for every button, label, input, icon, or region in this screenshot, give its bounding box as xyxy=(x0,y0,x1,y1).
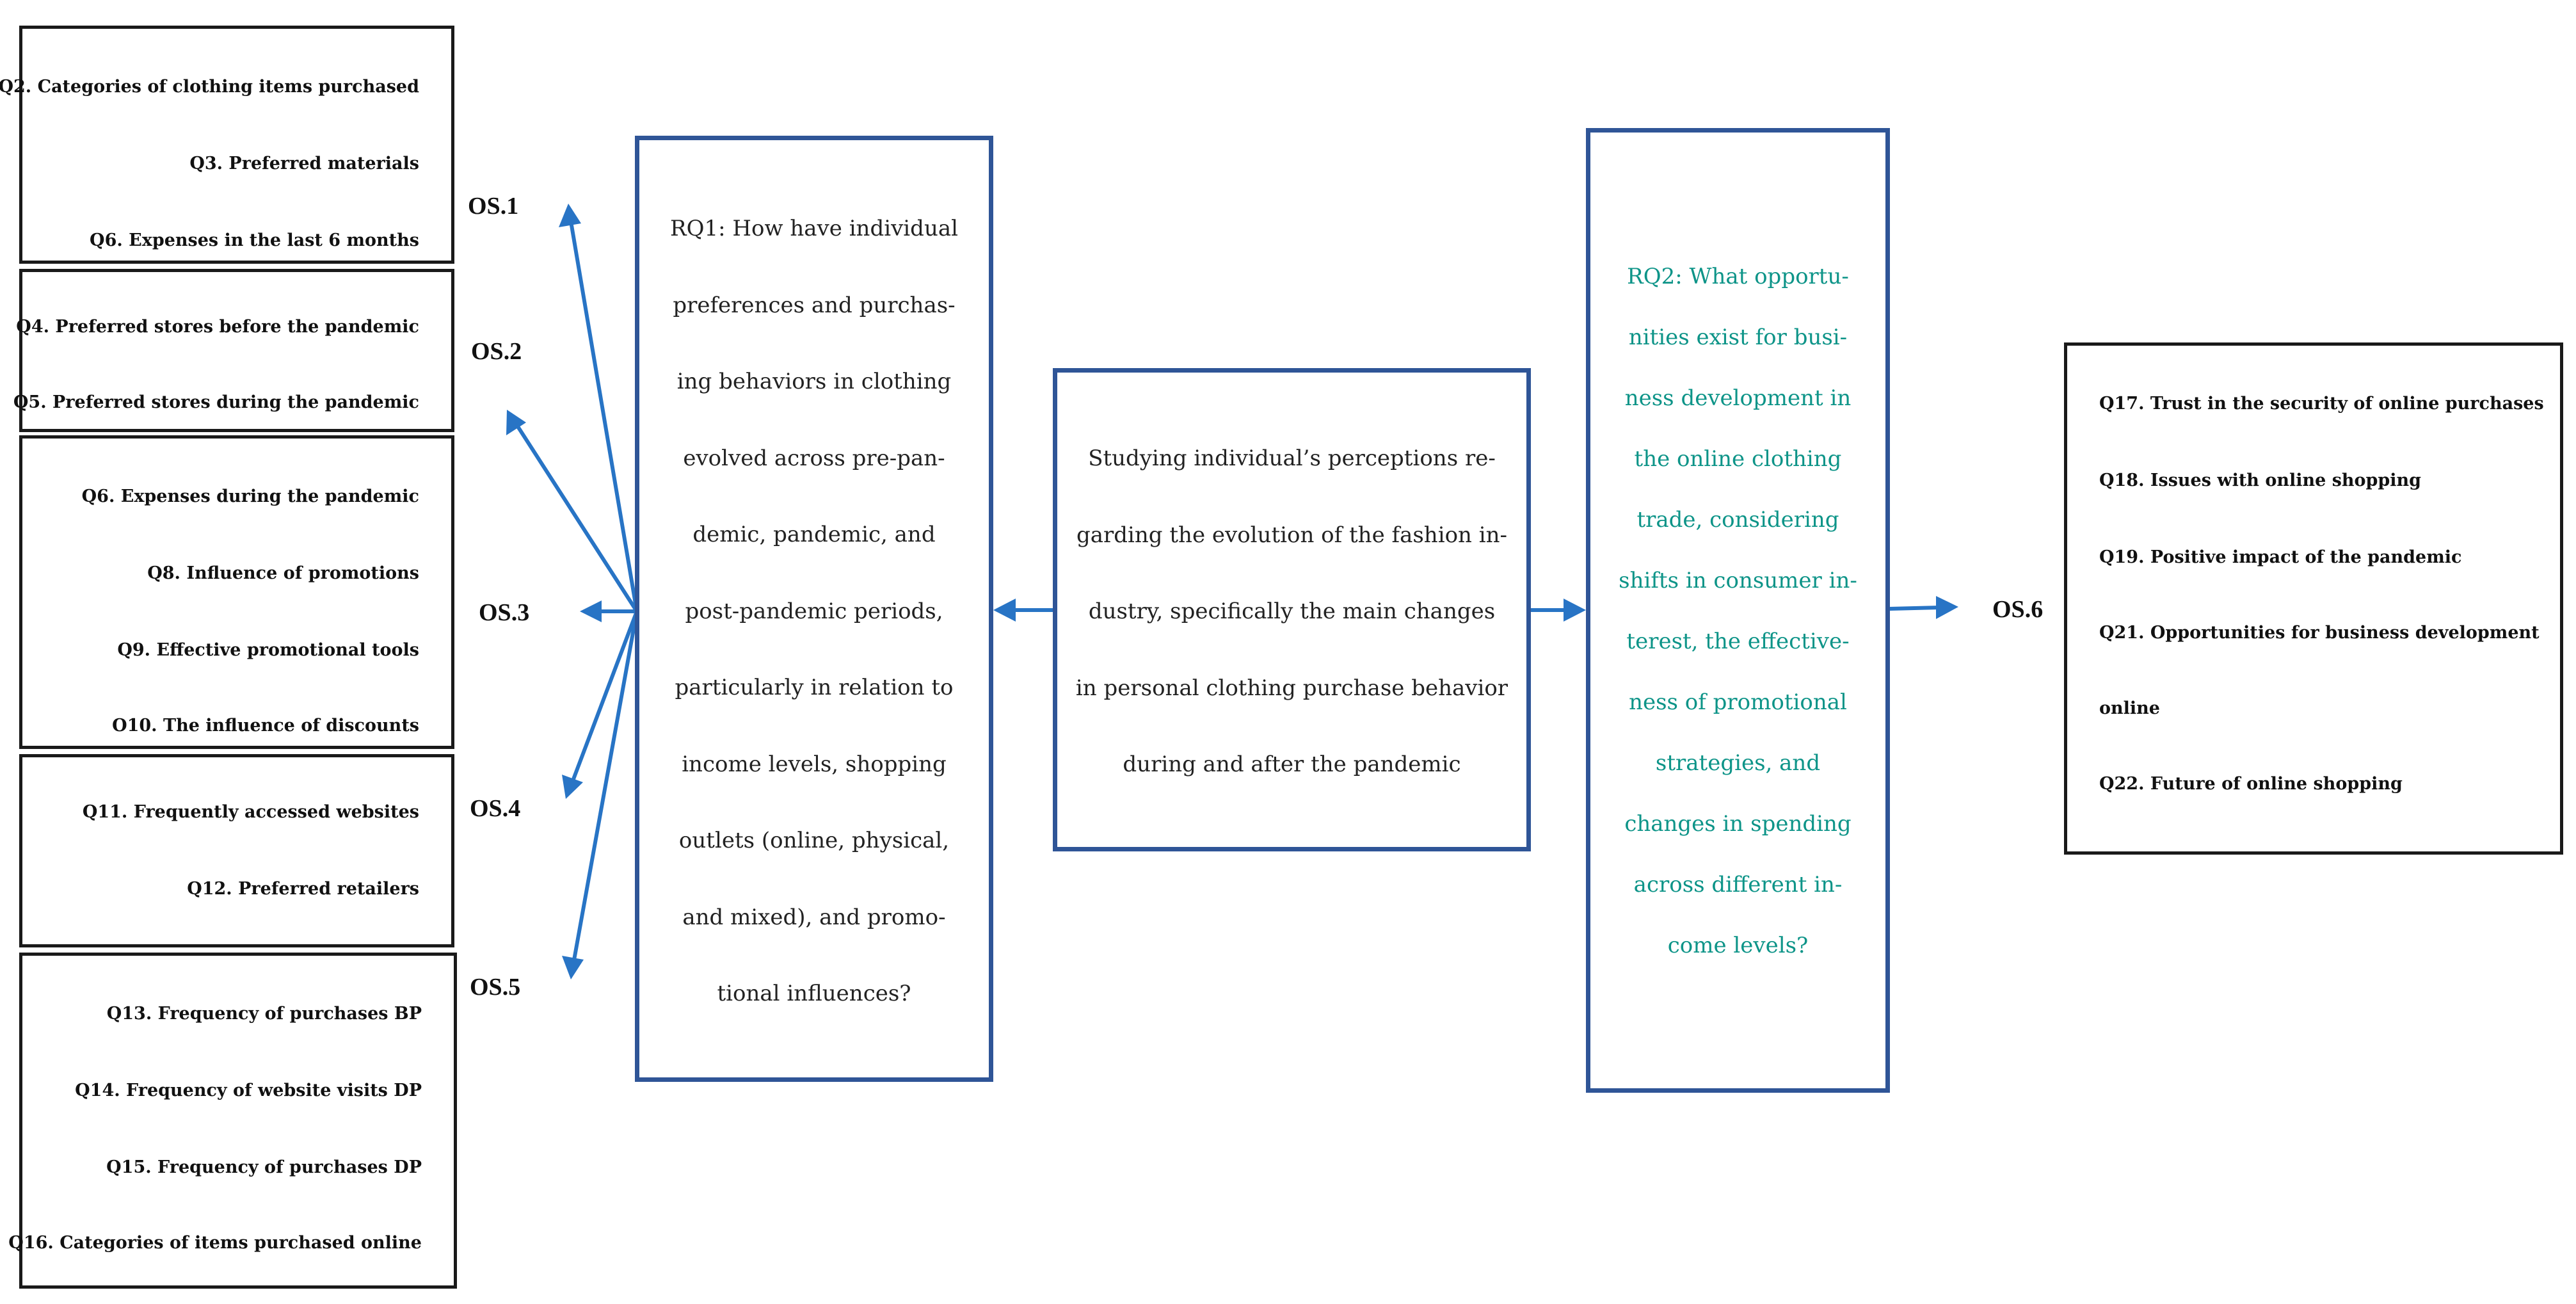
question-box-os3: Q6. Expenses during the pandemic Q8. Inf… xyxy=(19,435,454,749)
rq1-box xyxy=(635,136,993,1082)
rq1-line: RQ1: How have individual xyxy=(669,216,958,241)
arrow-os4 xyxy=(570,610,639,785)
arrow-os4-head xyxy=(562,775,583,799)
rq2-line: shifts in consumer in- xyxy=(1619,568,1857,593)
question-box-os6: Q17. Trust in the security of online pur… xyxy=(2064,342,2563,855)
question-item: Q11. Frequently accessed websites xyxy=(82,802,419,822)
question-item: Q19. Positive impact of the pandemic xyxy=(2099,547,2462,567)
rq1-line: outlets (online, physical, xyxy=(678,828,950,853)
rq2-line: come levels? xyxy=(1667,933,1809,958)
arrow-rq2-to-os6 xyxy=(1889,606,1940,611)
question-item: Q21. Opportunities for business developm… xyxy=(2099,623,2540,643)
rq1-line: ing behaviors in clothing xyxy=(676,369,952,394)
question-box-os4: Q11. Frequently accessed websites Q12. P… xyxy=(19,754,454,947)
question-item: Q22. Future of online shopping xyxy=(2099,774,2403,794)
rq1-line: tional influences? xyxy=(717,981,911,1006)
question-item: Q6. Expenses in the last 6 months xyxy=(90,230,419,250)
rq2-line: strategies, and xyxy=(1655,750,1821,776)
os-label: OS.2 xyxy=(471,338,522,365)
rq2-line: the online clothing xyxy=(1634,446,1842,472)
arrow-os5-head xyxy=(562,956,584,979)
arrow-os2 xyxy=(513,421,639,613)
rq2-line: trade, considering xyxy=(1636,507,1839,533)
question-item: Q5. Preferred stores during the pandemic xyxy=(13,392,419,412)
central-objective-line: dustry, specifically the main changes xyxy=(1088,599,1496,624)
question-item: Q18. Issues with online shopping xyxy=(2099,471,2422,490)
question-box-os5: Q13. Frequency of purchases BP Q14. Freq… xyxy=(8,953,457,1289)
question-item: Q13. Frequency of purchases BP xyxy=(106,1004,422,1024)
central-objective-text: Studying individual’s perceptions re- ga… xyxy=(1056,421,1528,803)
question-box-os1: Q2. Categories of clothing items purchas… xyxy=(0,26,454,264)
os-label: OS.4 xyxy=(470,795,521,822)
rq2-line: RQ2: What opportu- xyxy=(1627,264,1849,289)
rq1-line: income levels, shopping xyxy=(682,751,947,777)
rq2-box xyxy=(1586,128,1890,1093)
rq2-line: across different in- xyxy=(1633,872,1843,898)
question-item: Q8. Influence of promotions xyxy=(147,563,419,583)
question-item: Q3. Preferred materials xyxy=(189,154,419,173)
question-box-os2: Q4. Preferred stores before the pandemic… xyxy=(13,269,454,432)
arrow-center-to-rq2-head xyxy=(1564,599,1586,622)
rq1-text: RQ1: How have individual preferences and… xyxy=(638,191,990,1033)
arrow-os1 xyxy=(568,217,639,612)
arrow-os1-head xyxy=(559,204,581,227)
question-item: Q9. Effective promotional tools xyxy=(117,640,419,660)
rq1-line: and mixed), and promo- xyxy=(682,904,946,930)
question-item: Q17. Trust in the security of online pur… xyxy=(2099,394,2544,414)
os-label: OS.5 xyxy=(470,974,521,1001)
arrow-center-to-rq1-head xyxy=(993,599,1016,622)
rq1-line: particularly in relation to xyxy=(675,675,954,700)
question-item: Q6. Expenses during the pandemic xyxy=(81,487,419,506)
rq2-text: RQ2: What opportu- nities exist for busi… xyxy=(1589,246,1887,976)
central-objective-line: garding the evolution of the fashion in- xyxy=(1076,522,1508,548)
os-label: OS.6 xyxy=(1992,596,2044,623)
central-objective-line: in personal clothing purchase behavior xyxy=(1075,675,1508,701)
question-item: online xyxy=(2099,698,2160,718)
arrow-os5 xyxy=(572,611,639,964)
rq1-line: evolved across pre-pan- xyxy=(683,445,945,471)
rq2-line: terest, the effective- xyxy=(1626,629,1850,654)
question-item: Q15. Frequency of purchases DP xyxy=(106,1157,422,1177)
os-label: OS.1 xyxy=(468,193,519,220)
central-objective-box xyxy=(1053,368,1531,851)
rq2-line: nities exist for busi- xyxy=(1628,325,1848,350)
question-item: Q16. Categories of items purchased onlin… xyxy=(8,1233,422,1253)
question-item: O10. The influence of discounts xyxy=(112,716,419,736)
rq2-line: ness of promotional xyxy=(1629,689,1847,715)
arrow-os3-head xyxy=(580,600,602,622)
question-item: Q14. Frequency of website visits DP xyxy=(75,1081,422,1100)
question-item: Q2. Categories of clothing items purchas… xyxy=(0,77,419,97)
question-item: Q4. Preferred stores before the pandemic xyxy=(16,317,419,337)
arrow-rq2-to-os6-head xyxy=(1936,596,1958,619)
os-label: OS.3 xyxy=(479,599,530,626)
rq1-line: demic, pandemic, and xyxy=(692,522,936,547)
question-item: Q12. Preferred retailers xyxy=(187,879,419,899)
rq1-line: post-pandemic periods, xyxy=(685,598,943,624)
arrow-os2-head xyxy=(506,410,526,435)
central-objective-line: Studying individual’s perceptions re- xyxy=(1088,446,1496,471)
rq2-line: ness development in xyxy=(1624,385,1852,411)
central-objective-line: during and after the pandemic xyxy=(1123,752,1461,777)
rq1-line: preferences and purchas- xyxy=(673,292,956,318)
rq2-line: changes in spending xyxy=(1624,811,1852,837)
